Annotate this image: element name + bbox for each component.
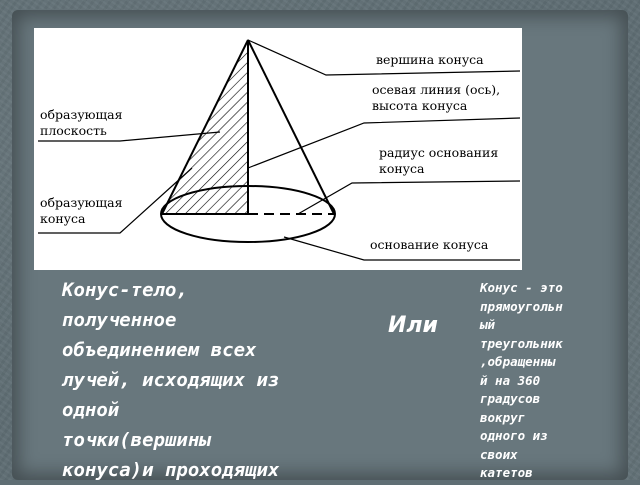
label-plane-line2: плоскость xyxy=(40,123,107,138)
cone-left-generatrix xyxy=(161,39,249,215)
leader-generatrix xyxy=(38,167,193,234)
cone-right-generatrix xyxy=(247,39,335,215)
label-generatrix-line2: конуса xyxy=(40,211,86,226)
label-base: основание конуса xyxy=(370,237,489,252)
leader-apex xyxy=(247,39,521,76)
cone-alt-definition-text: Конус - это прямоугольн ый треугольник ,… xyxy=(480,280,563,480)
label-plane-line1: образующая xyxy=(40,107,123,122)
label-axis-line1: осевая линия (ось), xyxy=(372,82,501,97)
leader-lines xyxy=(38,39,521,261)
or-label: Или xyxy=(388,313,438,338)
label-radius-line2: конуса xyxy=(379,161,425,176)
leader-radius xyxy=(297,180,521,215)
cone-diagram-svg xyxy=(38,39,521,261)
label-apex: вершина конуса xyxy=(376,52,484,67)
label-generatrix-line1: образующая xyxy=(40,195,123,210)
cone-base-ellipse xyxy=(160,185,336,243)
label-radius-line1: радиус основания xyxy=(379,145,499,160)
leader-base xyxy=(283,236,520,261)
label-axis-line2: высота конуса xyxy=(372,98,468,113)
cone-diagram: вершина конуса осевая линия (ось), высот… xyxy=(34,28,522,270)
leader-axis xyxy=(247,117,521,169)
cone-definition-text: Конус-тело, полученное объединением всех… xyxy=(62,279,280,481)
leader-plane xyxy=(38,131,221,142)
